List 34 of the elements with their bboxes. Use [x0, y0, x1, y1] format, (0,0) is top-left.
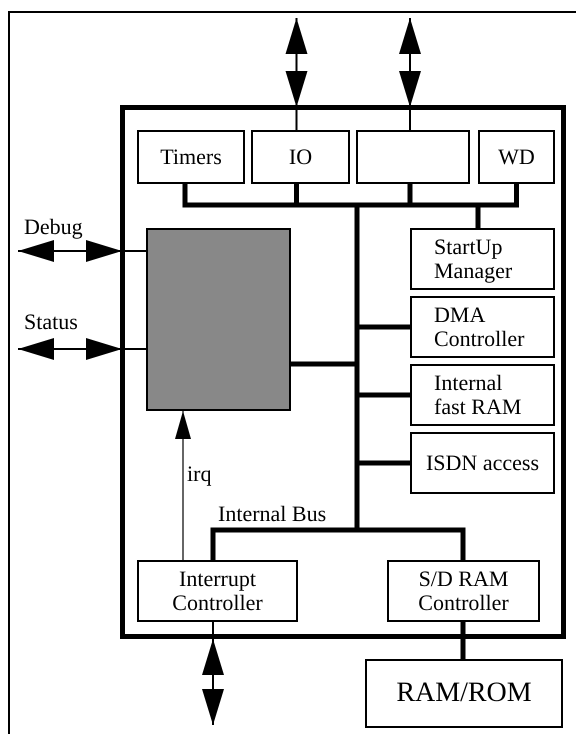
component-label: Interrupt Controller — [171, 566, 264, 616]
arrow — [18, 240, 146, 262]
component-box — [478, 130, 555, 184]
processor-box — [146, 228, 291, 411]
arrow — [286, 18, 308, 130]
component-label: ISDN access — [426, 450, 540, 476]
component-label: WD — [498, 144, 535, 170]
arrow — [399, 18, 421, 130]
bus-line — [460, 622, 466, 659]
component-label: S/D RAM Controller — [417, 566, 510, 616]
chip-outline — [120, 105, 566, 639]
component-box — [410, 228, 555, 290]
component-box — [387, 560, 540, 622]
component-box — [410, 296, 555, 358]
edge-label: irq — [187, 463, 212, 485]
component-box — [251, 130, 350, 184]
component-box — [365, 659, 563, 728]
arrow — [175, 411, 191, 560]
edge-label: Status — [24, 311, 78, 333]
component-box — [137, 130, 245, 184]
arrow — [202, 622, 224, 725]
component-box — [356, 130, 470, 184]
component-label: IO — [288, 144, 312, 170]
component-box — [410, 432, 555, 494]
component-label: Internal fast RAM — [434, 370, 522, 420]
component-box — [410, 364, 555, 426]
component-label: RAM/ROM — [396, 678, 532, 709]
component-label: StartUp Manager — [434, 234, 514, 284]
component-label: DMA Controller — [434, 302, 526, 352]
arrow — [18, 338, 146, 360]
edge-label: Debug — [24, 216, 83, 238]
bus-label: Internal Bus — [218, 503, 326, 525]
component-label: Timers — [160, 144, 222, 170]
component-box — [137, 560, 298, 622]
